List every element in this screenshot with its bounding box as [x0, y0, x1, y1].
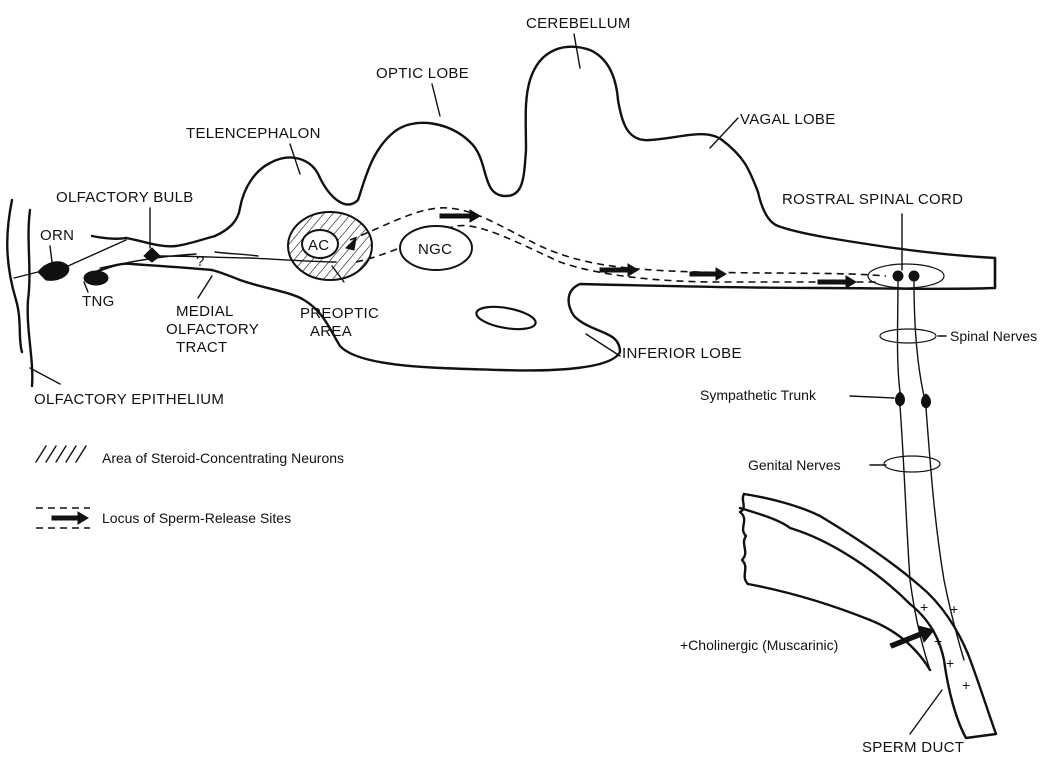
spinal-neuron-right [909, 271, 919, 281]
ngc-label: NGC [418, 241, 452, 258]
sympathetic-ganglion-left [896, 392, 905, 406]
mot-label-3: TRACT [176, 339, 228, 356]
sperm-duct-leader [910, 690, 942, 734]
rostral-spinal-cord-label: ROSTRAL SPINAL CORD [782, 191, 963, 208]
vagal-lobe-label: VAGAL LOBE [740, 111, 836, 128]
plus-2: + [934, 633, 942, 649]
optic-leader [432, 84, 440, 116]
legend-steroid-swatch [36, 446, 86, 462]
locus-arrow-3 [690, 268, 726, 280]
cholinergic-label: +Cholinergic (Muscarinic) [680, 637, 838, 653]
spinal-neuron-left [893, 271, 903, 281]
locus-arrow-4 [818, 276, 856, 288]
optic-lobe-label: OPTIC LOBE [376, 65, 469, 82]
sympathetic-trunk-label: Sympathetic Trunk [700, 387, 817, 403]
sympathetic-leader [850, 396, 894, 398]
orn-axon [68, 240, 126, 266]
genital-nerve-right [926, 408, 964, 660]
spinal-nerves-label: Spinal Nerves [950, 328, 1037, 344]
genital-nerves-ring [884, 456, 940, 472]
olfactory-bulb-outline [126, 236, 215, 246]
tng-cell [84, 271, 108, 285]
olfactory-tract-upper [92, 236, 126, 239]
telencephalon-label: TELENCEPHALON [186, 125, 321, 142]
inferior-lobe-label: INFERIOR LOBE [622, 345, 742, 362]
tract-branch-upper [215, 252, 258, 256]
plus-1: + [920, 599, 928, 615]
plus-5: + [950, 601, 958, 617]
orn-label: ORN [40, 227, 74, 244]
olfactory-bulb-label: OLFACTORY BULB [56, 189, 194, 206]
tng-leader [84, 282, 88, 292]
cerebellum-leader [574, 34, 580, 68]
locus-arrow-1 [440, 210, 480, 222]
spinal-nerve-right [914, 282, 924, 396]
olfactory-epithelium-label: OLFACTORY EPITHELIUM [34, 391, 224, 408]
tng-label: TNG [82, 293, 115, 310]
sperm-duct-label: SPERM DUCT [862, 739, 964, 756]
legend-steroid-label: Area of Steroid-Concentrating Neurons [102, 450, 344, 466]
orn-leader [50, 246, 52, 262]
genital-nerves-label: Genital Nerves [748, 457, 841, 473]
sympathetic-ganglion-right [922, 394, 931, 408]
olfactory-epithelium-line-inner [28, 210, 33, 386]
preoptic-label-2: AREA [310, 323, 352, 340]
inferior-lobe-leader [586, 334, 620, 356]
preoptic-label-1: PREOPTIC [300, 305, 379, 322]
cholinergic-arrow [890, 626, 934, 648]
inferior-lobe-inner [475, 303, 538, 333]
mot-label-2: OLFACTORY [166, 321, 259, 338]
orn-cell [38, 262, 69, 281]
vagal-leader [710, 118, 738, 148]
epithelium-leader [30, 368, 60, 384]
spinal-nerve-left [898, 282, 901, 392]
plus-3: + [946, 655, 954, 671]
cerebellum-label: CEREBELLUM [526, 15, 631, 32]
ac-label: AC [308, 237, 329, 254]
olfactory-tract-lower [90, 264, 212, 274]
question-mark: ? [196, 253, 205, 270]
locus-arrow-2 [600, 264, 638, 276]
spinal-nerves-ring [880, 329, 936, 343]
mot-label-1: MEDIAL [176, 303, 234, 320]
orn-dendrite [14, 272, 38, 278]
mot-leader [198, 276, 212, 298]
legend-sperm-release-label: Locus of Sperm-Release Sites [102, 510, 291, 526]
plus-4: + [962, 677, 970, 693]
legend-sperm-release-swatch [36, 508, 90, 528]
